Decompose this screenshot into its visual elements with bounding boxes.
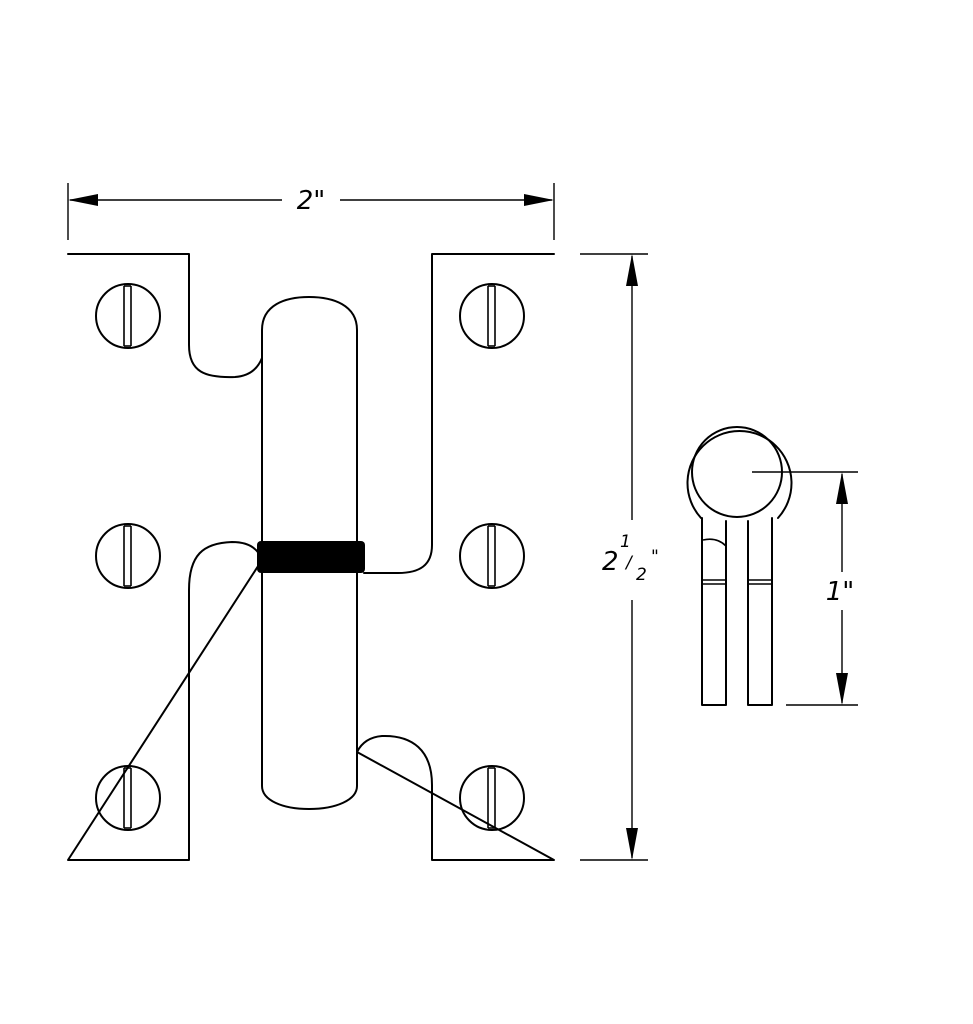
washer-band — [257, 541, 365, 573]
height-dimension: 2 1 / 2 " — [580, 253, 659, 861]
hinge-front-view — [67, 253, 555, 861]
knuckle-barrel — [261, 296, 358, 810]
height-label: 2 1 / 2 " — [602, 532, 659, 585]
height-label-slash: / — [624, 553, 634, 573]
screw-middle-left — [95, 523, 161, 589]
side-knuckle-outer — [686, 430, 793, 519]
screw-bottom-left — [95, 765, 161, 831]
depth-label: 1" — [826, 577, 855, 607]
width-label: 2" — [297, 186, 326, 216]
arrowhead-down — [626, 828, 638, 860]
height-label-numerator: 1 — [620, 532, 631, 552]
left-leaf — [67, 253, 263, 861]
right-leaf — [356, 253, 555, 861]
arrowhead-left — [68, 194, 98, 206]
height-label-denominator: 2 — [636, 565, 647, 585]
height-label-whole: 2 — [602, 547, 619, 577]
depth-dimension: 1" — [752, 471, 858, 706]
hinge-side-view — [686, 426, 793, 706]
arrowhead-up — [836, 472, 848, 504]
width-dimension: 2" — [67, 183, 555, 240]
arrowhead-down — [836, 673, 848, 705]
screw-bottom-right — [459, 765, 525, 831]
screw-middle-right — [459, 523, 525, 589]
side-left-leaf — [701, 517, 727, 706]
arrowhead-right — [524, 194, 554, 206]
side-right-leaf — [747, 517, 773, 706]
arrowhead-up — [626, 254, 638, 286]
screw-top-left — [95, 283, 161, 349]
side-left-leaf-curve — [702, 538, 727, 547]
screw-top-right — [459, 283, 525, 349]
height-label-unit: " — [651, 547, 659, 567]
